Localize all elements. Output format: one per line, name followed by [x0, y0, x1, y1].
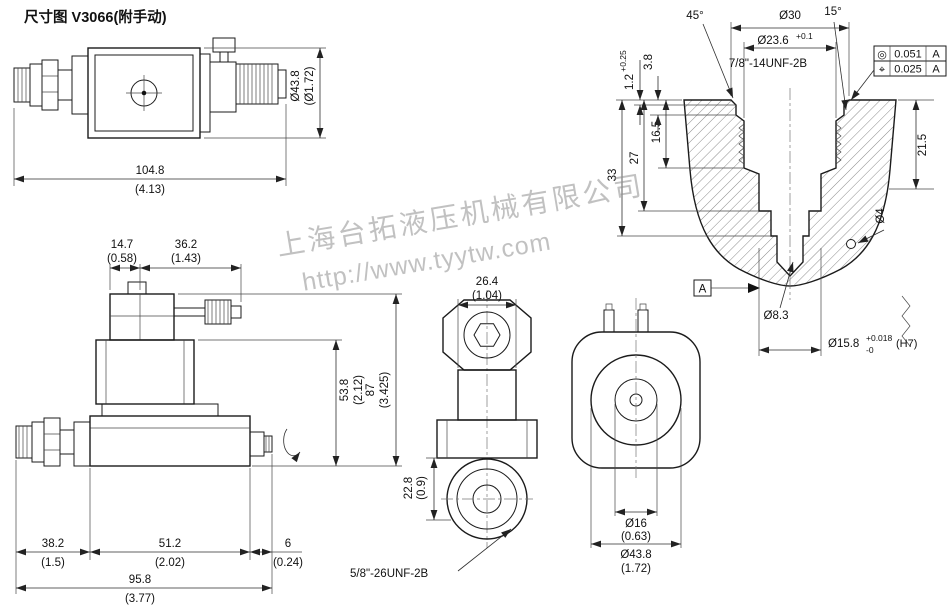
solenoid-coil [95, 339, 219, 417]
break-mark [901, 295, 911, 347]
dim-label-38: 3.8 [643, 54, 655, 70]
dim-label-dia236-tol: +0.1 [796, 31, 813, 41]
dim-label-dia83: Ø8.3 [764, 310, 789, 322]
dim-label-147-in: (0.58) [107, 253, 137, 265]
dim-cavity-depths: 33 27 16.5 3.8 1.2 +0.25 [607, 50, 771, 237]
dim-label-382-mm: 38.2 [42, 538, 64, 550]
view-cavity-section: Ø30 45° 15° Ø23.6 +0.1 7/8"-14UNF-2B ◎ 0… [607, 6, 947, 356]
dim-label-958-in: (3.77) [125, 593, 155, 605]
dim-coil: Ø16 (0.63) Ø43.8 (1.72) [590, 404, 682, 575]
dim-side-diameter: Ø43.8 (Ø1.72) [204, 47, 326, 139]
dim-label-dia43-in: (Ø1.72) [304, 66, 316, 105]
dim-label-87-in: (3.425) [379, 372, 391, 409]
thread-callout: 5/8"-26UNF-2B [350, 528, 512, 580]
fcf1-symbol-icon: ◎ [877, 49, 887, 61]
dim-label-958-mm: 95.8 [129, 574, 151, 586]
dim-cartridge-height: 22.8 (0.9) [403, 457, 451, 521]
fcf2-value: 0.025 [894, 64, 922, 76]
datum-a-label: A [699, 284, 707, 296]
dim-label-228-in: (0.9) [416, 476, 428, 500]
dim-cavity-right: 21.5 Ø4 [857, 99, 934, 244]
view-coil-front: Ø16 (0.63) Ø43.8 (1.72) [571, 298, 701, 575]
valve-body-side [87, 47, 201, 139]
dim-label-165: 16.5 [651, 121, 663, 143]
dim-label-6-in: (0.24) [273, 557, 303, 569]
manual-override-front [15, 417, 91, 467]
dim-label-45deg: 45° [686, 10, 703, 22]
dim-label-147-mm: 14.7 [111, 239, 133, 251]
fcf2-datum: A [932, 64, 940, 76]
valve-body-front [89, 415, 251, 467]
dim-label-dia16-mm: Ø16 [625, 518, 647, 530]
dim-label-215: 21.5 [917, 134, 929, 156]
dim-label-dia158-fit: (H7) [896, 338, 917, 350]
dim-cartridge-width: 26.4 (1.04) [457, 276, 517, 368]
fcf1-value: 0.051 [894, 49, 922, 61]
view-front-solenoid: 14.7 (0.58) 36.2 (1.43) 53.8 (2.12) 87 (… [15, 239, 402, 605]
dim-label-dia158: Ø15.8 [828, 338, 859, 350]
view-side-assembly: Ø43.8 (Ø1.72) 104.8 (4.13) [13, 37, 326, 196]
dim-label-362-in: (1.43) [171, 253, 201, 265]
dim-front-top: 14.7 (0.58) 36.2 (1.43) [107, 239, 242, 302]
rotation-arrow-icon [283, 428, 301, 463]
dim-label-6-mm: 6 [285, 538, 291, 550]
coil-outline [571, 298, 701, 478]
thread-spec-label-2: 5/8"-26UNF-2B [350, 568, 429, 580]
dim-label-dia438-in: (1.72) [621, 563, 651, 575]
dim-label-length-mm: 104.8 [136, 165, 165, 177]
manual-override-connector [13, 55, 89, 115]
view-top-cartridge: 26.4 (1.04) 22.8 (0.9) 5/8"-26UNF-2B [350, 276, 538, 580]
dim-front-bottom: 38.2 (1.5) 51.2 (2.02) 6 (0.24) 95.8 (3.… [15, 454, 303, 605]
drawing-title: 尺寸图 V3066(附手动) [24, 8, 167, 26]
dim-label-15deg: 15° [824, 6, 841, 18]
dim-label-382-in: (1.5) [41, 557, 65, 569]
dim-label-12: 1.2 [624, 74, 636, 90]
dim-label-dia236: Ø23.6 [757, 35, 788, 47]
hex-nut [442, 299, 532, 371]
dim-label-512-in: (2.02) [155, 557, 185, 569]
dim-label-362-mm: 36.2 [175, 239, 197, 251]
cavity-material-section [683, 99, 897, 287]
dim-cavity-top: Ø30 45° 15° Ø23.6 +0.1 7/8"-14UNF-2B [686, 6, 850, 118]
dim-label-87-mm: 87 [365, 384, 377, 397]
dim-label-dia438-mm: Ø43.8 [620, 549, 651, 561]
adjust-knob [249, 428, 301, 463]
coil-retaining-nut-side [199, 37, 287, 133]
dim-label-dia158-tol-dn: -0 [866, 345, 874, 355]
dim-label-dia43-mm: Ø43.8 [290, 70, 302, 101]
dim-label-dia4: Ø4 [875, 208, 887, 224]
din-connector [109, 281, 242, 341]
fcf1-datum: A [932, 49, 940, 61]
watermark: 上海台拓液压机械有限公司 http://www.tyytw.com [274, 170, 646, 297]
dim-label-264-in: (1.04) [472, 290, 502, 302]
dim-front-heights: 53.8 (2.12) 87 (3.425) [178, 293, 402, 467]
dim-cavity-bottom: A Ø8.3 Ø15.8 +0.018 -0 (H7) [693, 248, 917, 356]
thread-profile [738, 123, 842, 165]
dim-label-dia158-tol-up: +0.018 [866, 333, 893, 343]
dim-label-264-mm: 26.4 [476, 276, 499, 288]
dim-label-228-mm: 22.8 [403, 477, 415, 499]
cartridge-body [436, 369, 538, 540]
dim-label-27: 27 [629, 152, 641, 165]
dim-label-length-in: (4.13) [135, 184, 165, 196]
dim-label-12-tol: +0.25 [618, 50, 628, 72]
thread-spec-label: 7/8"-14UNF-2B [729, 58, 808, 70]
datum-arrow-icon [748, 283, 760, 293]
dim-side-length: 104.8 (4.13) [13, 104, 287, 196]
fcf2-symbol-icon: ⌖ [879, 64, 885, 76]
dim-label-512-mm: 51.2 [159, 538, 181, 550]
drain-hole [846, 239, 856, 249]
dim-label-dia16-in: (0.63) [621, 531, 651, 543]
dim-label-33: 33 [607, 169, 619, 182]
dim-label-538-in: (2.12) [353, 375, 365, 405]
dim-label-dia30: Ø30 [779, 10, 801, 22]
feature-control-frames: ◎ 0.051 A ⌖ 0.025 A [850, 45, 947, 101]
dim-label-538-mm: 53.8 [339, 379, 351, 401]
